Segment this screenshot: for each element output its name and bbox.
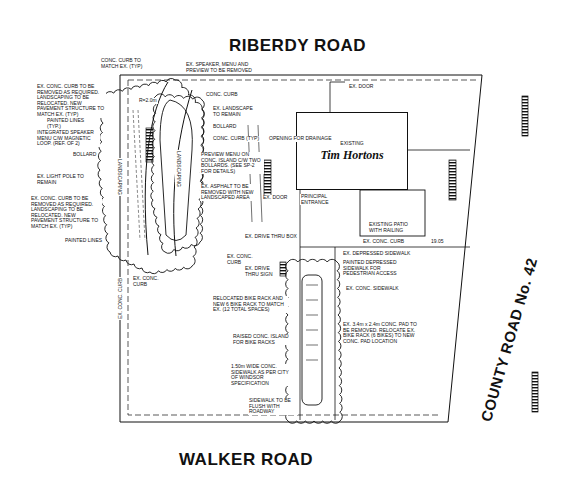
revision-cloud xyxy=(98,78,204,273)
painted-lines xyxy=(133,110,145,240)
plan-note: EX. CONC. CURB TO BE REMOVED AS REQUIRED… xyxy=(36,84,106,118)
plan-note: EX. CONC. CURB xyxy=(118,277,124,320)
plan-note: LANDSCAPING xyxy=(175,150,181,188)
sign-symbol xyxy=(532,372,538,412)
plan-note: OPENING FOR DRAINAGE xyxy=(268,136,333,142)
plan-note: EX. CONC. CURB xyxy=(226,254,262,265)
plan-note: EX. LANDSCAPE TO REMAIN xyxy=(212,106,259,117)
curb-line xyxy=(300,190,301,420)
plan-note: PREVIEW MENU ON CONC. ISLAND C/W TWO BOL… xyxy=(200,152,264,174)
drive-thru-curb xyxy=(145,82,168,255)
drive-thru-sign xyxy=(280,262,286,276)
door-line xyxy=(330,82,345,112)
sign-symbol xyxy=(522,96,528,136)
plan-note: EX. CONC. SIDEWALK xyxy=(345,286,400,292)
plan-note: R=2.0m xyxy=(138,98,158,104)
property-line xyxy=(120,75,482,422)
bike-rack xyxy=(306,285,318,360)
plan-note: EX. SPEAKER, MENU AND PREVIEW TO BE REMO… xyxy=(185,62,257,73)
plan-note: EX. DRIVE THRU BOX xyxy=(244,234,298,240)
plan-note: CONC. CURB (TYP) xyxy=(212,136,260,142)
plan-note: EX. DRIVE THRU SIGN xyxy=(244,266,278,277)
sidewalk-line xyxy=(335,247,336,420)
plan-note: EX. DOOR xyxy=(262,195,288,201)
plan-note: 1.50m WIDE CONC. SIDEWALK AS PER CITY OF… xyxy=(230,364,292,386)
drive-thru-curb xyxy=(174,90,192,256)
plan-note: EX. CONC. CURB xyxy=(132,276,166,287)
plan-note: RAISED CONC. ISLAND FOR BIKE RACKS xyxy=(232,334,290,345)
plan-note: EX. DOOR xyxy=(348,84,374,90)
plan-note: PRINCIPAL ENTRANCE xyxy=(300,194,346,205)
plan-note: EX. ASPHALT TO BE REMOVED WITH NEW LANDS… xyxy=(200,184,260,201)
revision-cloud xyxy=(151,94,205,253)
patio-railing xyxy=(360,190,425,236)
road-name: RIBERDY ROAD xyxy=(228,36,367,55)
plan-note: 19.05 xyxy=(430,239,445,245)
plan-note: RELOCATED BIKE RACK AND NEW 6 BIKE RACK … xyxy=(212,296,288,313)
building-outline: EXISTING Tim Hortons xyxy=(296,112,408,190)
menu-board xyxy=(146,128,153,162)
bike-island xyxy=(302,275,322,405)
plan-note: SIDEWALK TO BE FLUSH WITH ROADWAY xyxy=(248,398,298,415)
plan-note: CONC. CURB TO MATCH EX. (TYP) xyxy=(100,58,157,69)
plan-note: CONC. CURB xyxy=(205,92,239,98)
plan-note: EX. CONC. CURB xyxy=(362,239,405,245)
plan-note: LANDSCAPING xyxy=(116,158,122,196)
plan-note: BOLLARD xyxy=(72,152,97,158)
sign-symbol xyxy=(449,160,456,200)
dimension-line xyxy=(408,150,470,151)
road-name: WALKER ROAD xyxy=(178,450,314,469)
plan-note: PAINTED LINES (TYP.) xyxy=(46,118,90,129)
plan-note: EX. DEPRESSED SIDEWALK xyxy=(342,251,411,257)
plan-note: EX. 3.4m x 2.4m CONC. PAD TO BE REMOVED.… xyxy=(342,322,418,344)
landscape-island xyxy=(160,100,192,241)
curb-line xyxy=(128,80,476,81)
dimension-line xyxy=(300,247,470,248)
plan-note: EXISTING PATIO WITH RAILING xyxy=(368,222,422,233)
plan-note: EX. CONC. CURB TO BE REMOVED AS REQUIRED… xyxy=(30,196,102,230)
menu-board xyxy=(264,160,271,200)
building-name: Tim Hortons xyxy=(320,148,383,163)
plan-note: BOLLARD xyxy=(212,124,237,130)
plan-note: PAINTED LINES xyxy=(64,238,103,244)
curb-line xyxy=(128,80,440,415)
plan-note: EX. LIGHT POLE TO REMAIN xyxy=(36,174,96,185)
plan-note: PAINTED DEPRESSED SIDEWALK FOR PEDESTRIA… xyxy=(342,260,414,277)
building-note: EXISTING xyxy=(340,140,363,146)
plan-note: INTEGRATED SPEAKER MENU C/W MAGNETIC LOO… xyxy=(36,130,100,147)
